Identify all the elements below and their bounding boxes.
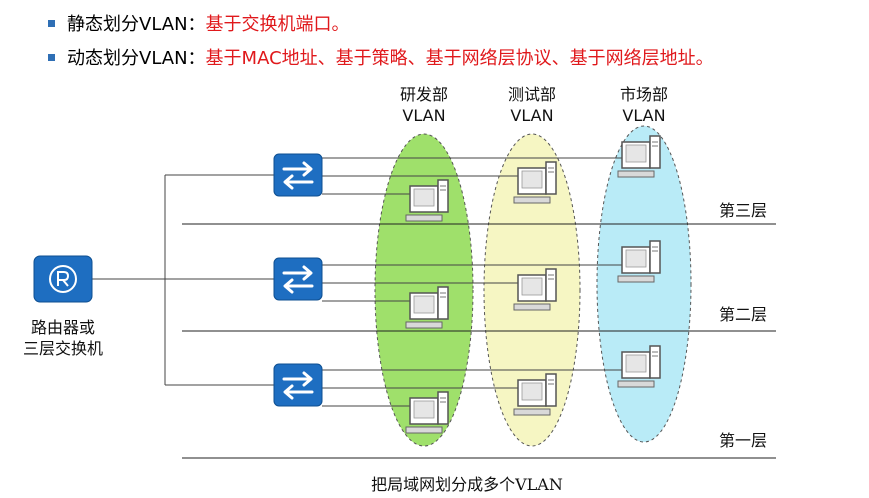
bullet-prefix: 静态划分VLAN：: [67, 14, 206, 35]
bullet-highlight: 基于MAC地址、基于策略、基于网络层协议、基于网络层地址。: [205, 48, 714, 69]
vlan-test-suffix: VLAN: [510, 106, 553, 125]
layer-label-third: 第三层: [719, 201, 767, 220]
bullet-static-vlan: 静态划分VLAN：基于交换机端口。: [48, 8, 714, 42]
bullet-square-icon: [48, 19, 55, 27]
diagram-caption: 把局域网划分成多个VLAN: [371, 475, 563, 494]
bullet-dynamic-vlan: 动态划分VLAN：基于MAC地址、基于策略、基于网络层协议、基于网络层地址。: [48, 42, 714, 76]
bullet-prefix: 动态划分VLAN：: [67, 48, 206, 69]
switch-icon-top[interactable]: [272, 152, 324, 198]
bullet-highlight: 基于交换机端口。: [205, 14, 350, 35]
switch-pc-links: [322, 157, 625, 407]
layer-label-second: 第二层: [719, 305, 767, 324]
vlan-marketing-suffix: VLAN: [622, 106, 665, 125]
pc-icon-marketing-1[interactable]: [617, 135, 661, 178]
router-uplinks: [92, 174, 274, 386]
bullet-list: 静态划分VLAN：基于交换机端口。 动态划分VLAN：基于MAC地址、基于策略、…: [48, 8, 714, 76]
pc-icon-marketing-2[interactable]: [617, 240, 661, 283]
router-label-line2: 三层交换机: [23, 339, 103, 358]
switch-icon-middle[interactable]: [272, 256, 324, 302]
router-label-line1: 路由器或: [31, 318, 95, 337]
vlan-test-name: 测试部: [508, 85, 556, 104]
vlan-rd-name: 研发部: [400, 85, 448, 104]
bullet-square-icon: [48, 53, 55, 61]
router-icon[interactable]: [33, 255, 93, 303]
vlan-marketing-name: 市场部: [620, 85, 668, 104]
vlan-marketing-ellipse: [596, 125, 692, 443]
pc-icon-rd-3[interactable]: [405, 391, 449, 434]
layer-label-first: 第一层: [719, 431, 767, 450]
pc-icon-test-1[interactable]: [513, 161, 557, 204]
pc-icon-test-2[interactable]: [513, 268, 557, 311]
pc-icon-test-3[interactable]: [513, 373, 557, 416]
switch-icon-bottom[interactable]: [272, 362, 324, 408]
pc-icon-rd-2[interactable]: [405, 286, 449, 329]
vlan-rd-suffix: VLAN: [402, 106, 445, 125]
pc-icon-marketing-3[interactable]: [617, 345, 661, 388]
pc-icon-rd-1[interactable]: [405, 179, 449, 222]
